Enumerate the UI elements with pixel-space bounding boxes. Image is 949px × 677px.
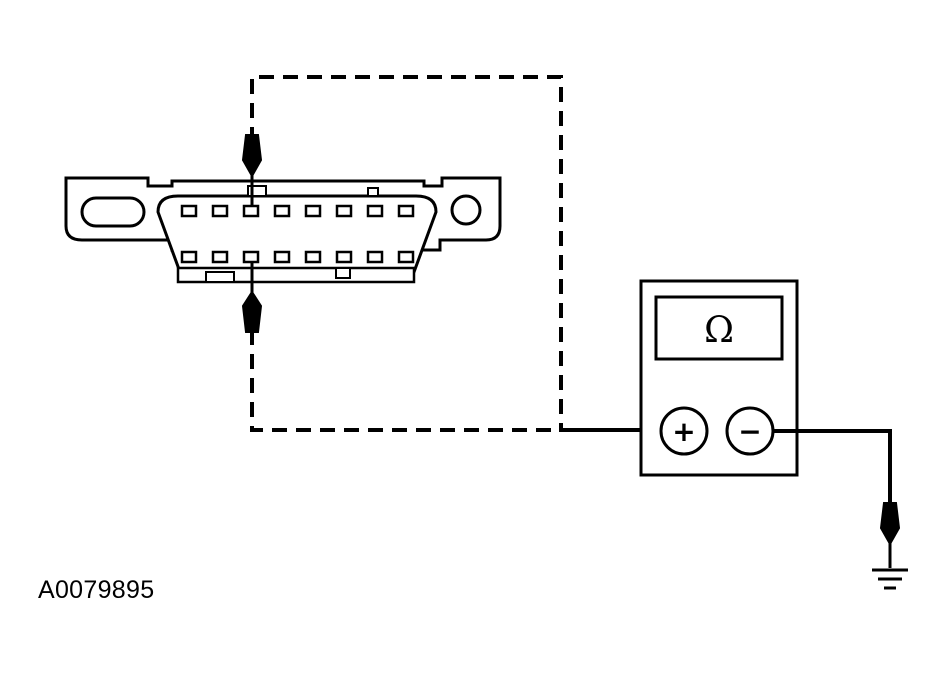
mount-hole	[450, 194, 482, 226]
multimeter: Ω + −	[639, 279, 799, 477]
top-probe	[241, 134, 263, 206]
dashed-test-lead	[250, 75, 563, 432]
negative-terminal-label: −	[738, 415, 761, 448]
ground-probe	[879, 502, 901, 547]
positive-terminal-label: +	[672, 415, 695, 448]
ground-symbol	[872, 568, 908, 590]
connector-pins	[180, 204, 415, 264]
meter-display	[654, 295, 784, 361]
ohm-symbol: Ω	[704, 310, 734, 351]
reference-code: A0079895	[38, 576, 155, 604]
bottom-probe	[241, 262, 263, 333]
positive-terminal	[659, 406, 709, 456]
mount-slot	[80, 196, 146, 228]
obd-connector	[64, 176, 502, 284]
